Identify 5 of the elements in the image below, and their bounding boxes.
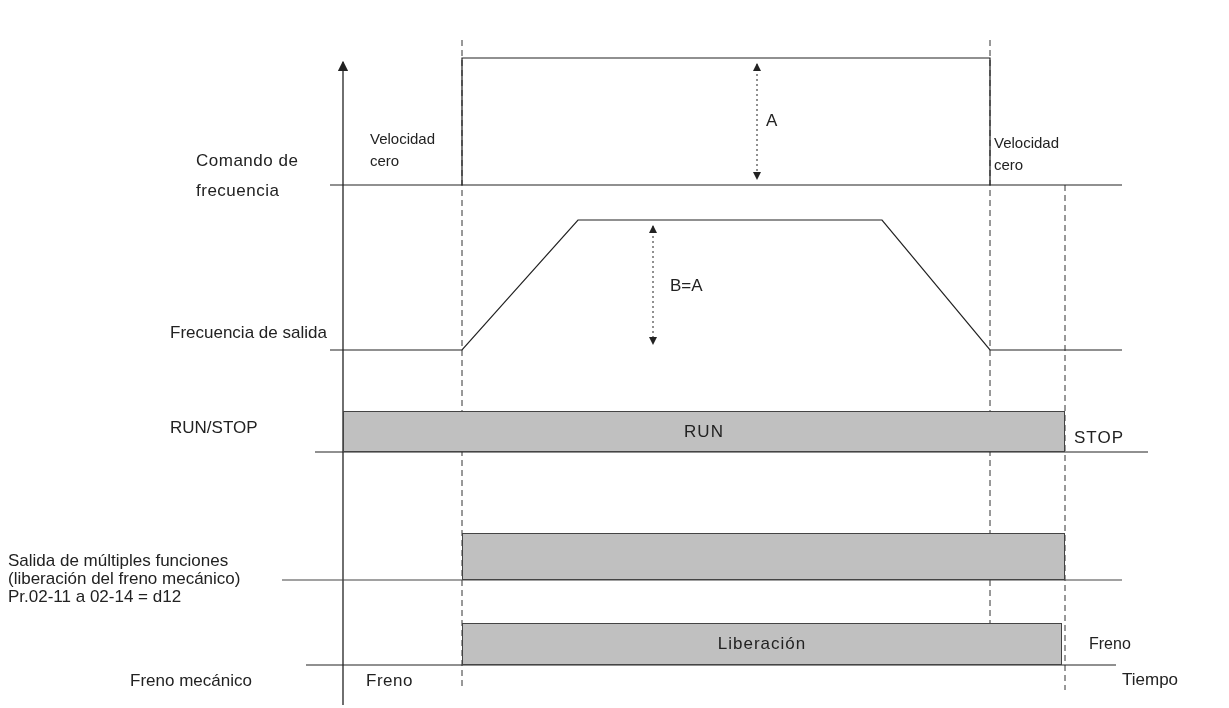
- signal-bar: [343, 411, 1065, 452]
- bar-label: Liberación: [717, 633, 807, 656]
- signal-bar: [462, 533, 1065, 580]
- bar-label: RUN: [684, 420, 724, 443]
- signal-bar: [462, 623, 1062, 665]
